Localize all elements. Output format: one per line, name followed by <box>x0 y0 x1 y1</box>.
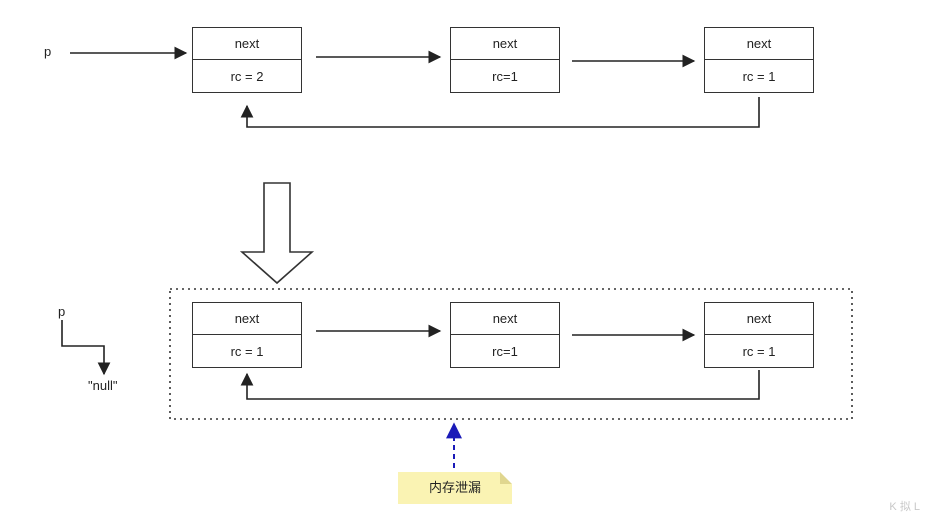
node-next-field: next <box>193 303 301 335</box>
node-next-field: next <box>451 28 559 60</box>
node-ref-count: rc=1 <box>492 344 518 359</box>
node-ref-count: rc = 2 <box>230 69 264 84</box>
pointer-label-top: p <box>44 44 52 59</box>
node-ref-count: rc = 1 <box>230 344 264 359</box>
node-top-3: next rc = 1 <box>704 27 814 93</box>
back-reference-arrow-top <box>240 97 760 128</box>
node-bottom-1: next rc = 1 <box>192 302 302 368</box>
node-top-2: next rc=1 <box>450 27 560 93</box>
watermark: K 拟 L <box>889 501 920 513</box>
leaked-group-boundary <box>169 288 853 420</box>
note-fold-corner <box>500 472 512 484</box>
node-next-field: next <box>451 303 559 335</box>
null-label: "null" <box>88 378 118 393</box>
back-reference-arrow-bottom <box>240 370 760 400</box>
pointer-label-bottom: p <box>58 304 66 319</box>
node-bottom-3: next rc = 1 <box>704 302 814 368</box>
node-next-field: next <box>705 303 813 335</box>
node-top-1: next rc = 2 <box>192 27 302 93</box>
pointer-to-null-arrow <box>61 320 111 376</box>
node-ref-count: rc = 1 <box>742 69 776 84</box>
node-next-field: next <box>705 28 813 60</box>
node-ref-count: rc=1 <box>492 69 518 84</box>
memory-leak-note: 内存泄漏 <box>398 472 512 504</box>
node-next-field: next <box>193 28 301 60</box>
memory-leak-note-text: 内存泄漏 <box>428 480 481 495</box>
node-bottom-2: next rc=1 <box>450 302 560 368</box>
node-ref-count: rc = 1 <box>742 344 776 359</box>
transition-down-arrow <box>239 182 315 285</box>
